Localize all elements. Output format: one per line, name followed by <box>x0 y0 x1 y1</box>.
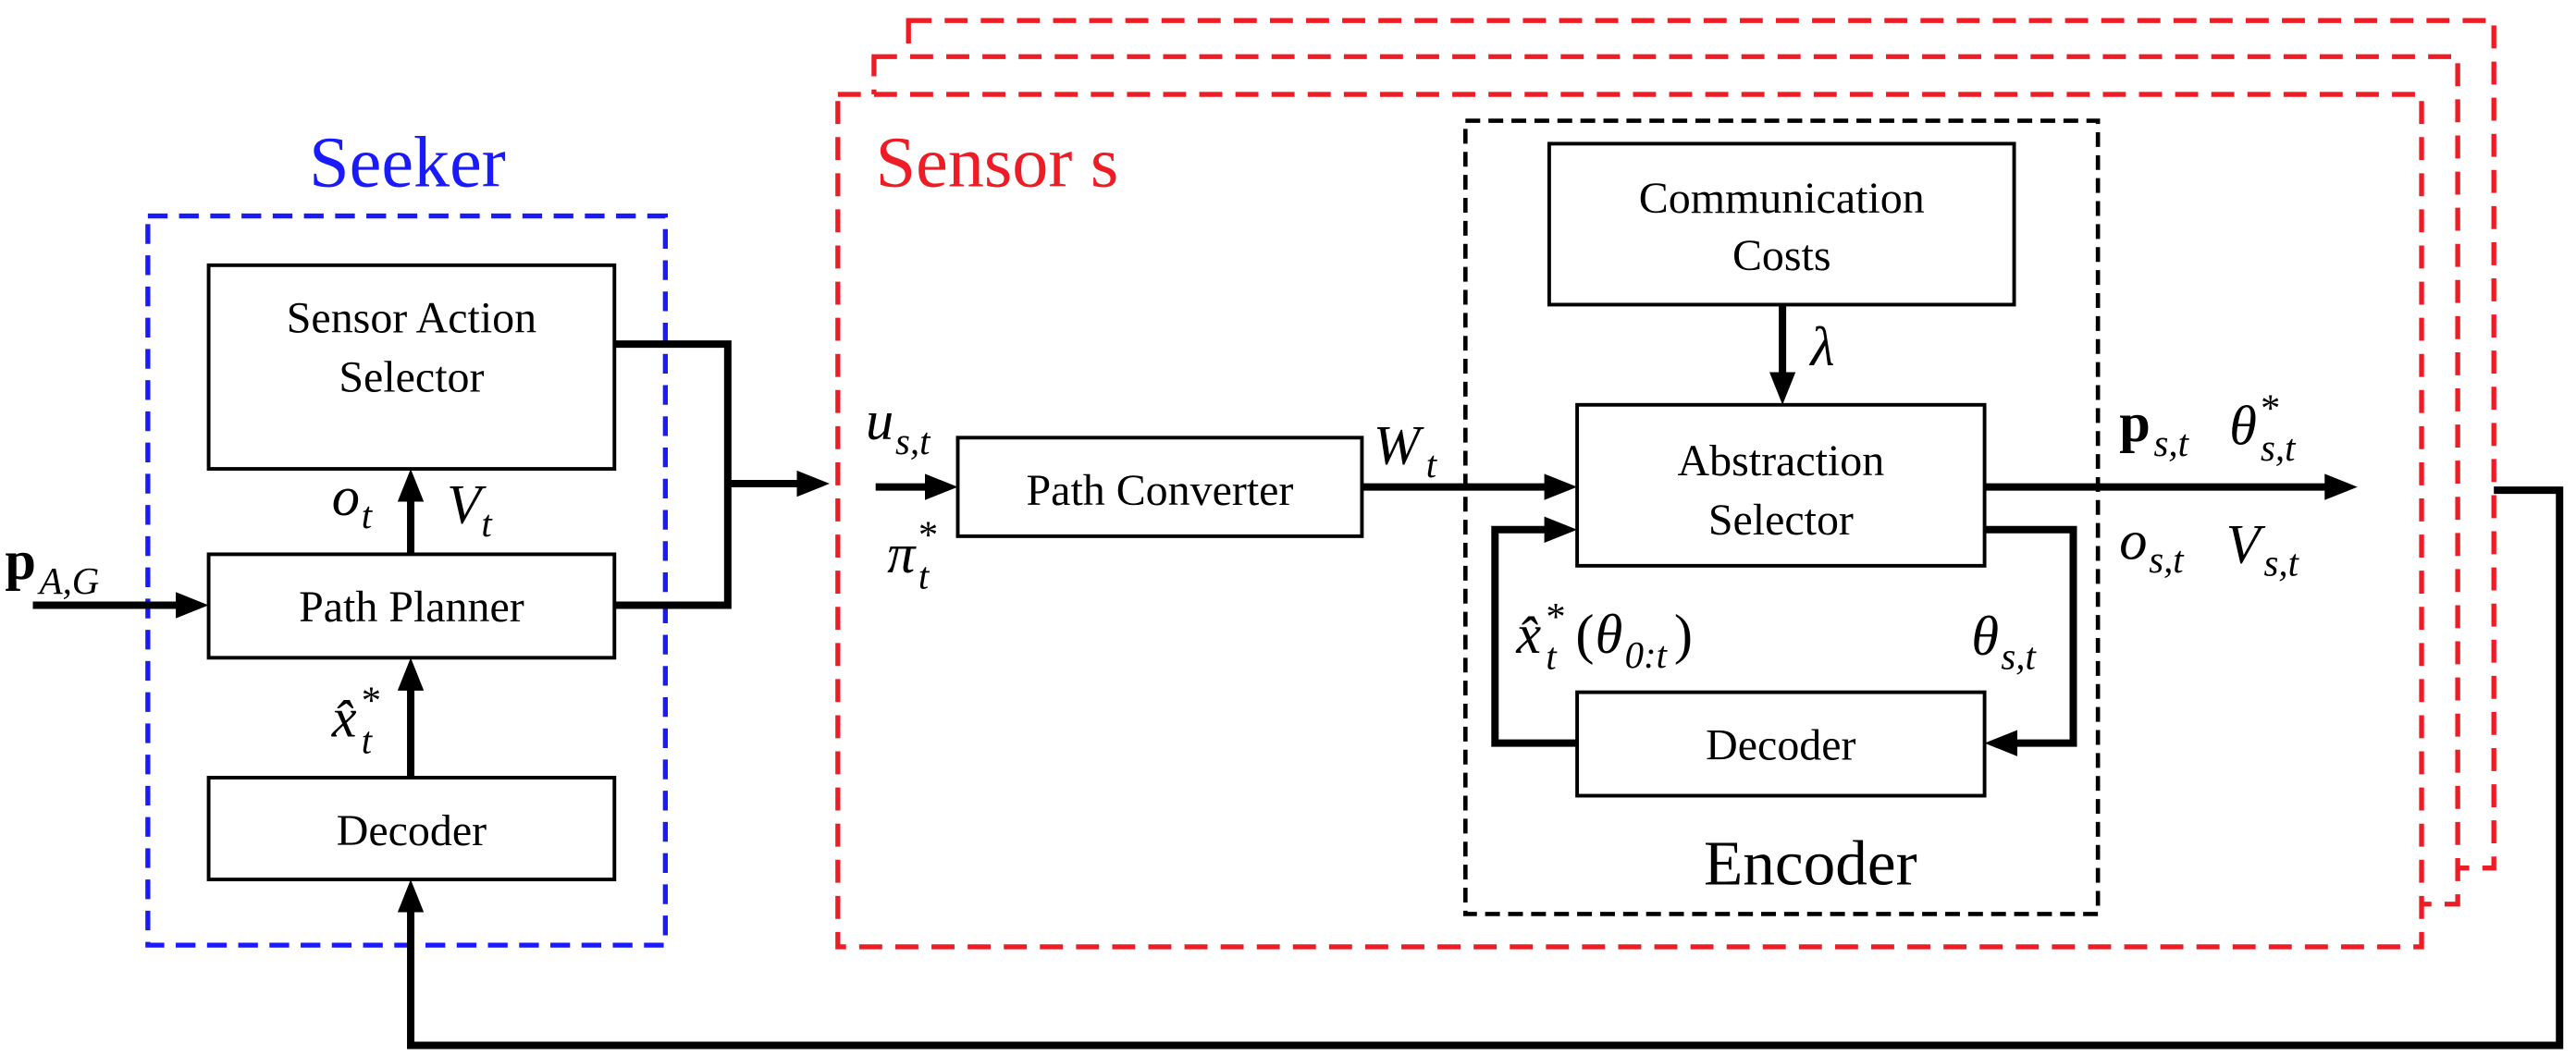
signal-W-t-subscript: t <box>1426 444 1438 485</box>
signal-o-t-subscript: t <box>362 495 374 536</box>
signal-xhat-encoder-superscript: * <box>1546 596 1565 639</box>
signal-p-AG-subscript: A,G <box>37 560 100 602</box>
seeker-decoder-label: Decoder <box>337 806 487 855</box>
encoder-decoder-label: Decoder <box>1706 720 1855 769</box>
path-planner-label: Path Planner <box>299 583 524 632</box>
signal-xhat-seeker-superscript: * <box>362 680 381 723</box>
sensor-action-selector-box <box>206 263 617 472</box>
signal-theta-star-st-label: θ * s,t <box>2229 387 2297 470</box>
signal-theta-star-st-superscript: * <box>2261 387 2280 431</box>
signal-V-t-base: V <box>447 474 487 536</box>
path-converter-label: Path Converter <box>1027 466 1294 515</box>
signal-V-t-label: V t <box>447 474 493 545</box>
signal-xhat-seeker-label: x̂ * t <box>331 680 381 762</box>
signal-o-t-base: o <box>332 466 360 528</box>
signal-p-AG-label: p A,G <box>5 530 99 602</box>
signal-pi-t-label: π * t <box>887 513 938 596</box>
signal-V-t-subscript: t <box>481 503 493 545</box>
seeker-decoder-block: Decoder <box>206 776 617 882</box>
signal-u-st-label: u s,t <box>866 390 931 462</box>
signal-W-t-base: W <box>1374 415 1424 477</box>
arrow-feedback-to-seeker-decoder <box>397 486 2564 1050</box>
signal-pi-t-base: π <box>887 523 917 585</box>
signal-o-st-label: o s,t <box>2119 510 2185 581</box>
communication-costs-box <box>1547 141 2016 307</box>
sensor-title: Sensor s <box>876 122 1119 203</box>
signal-xhat-seeker-subscript: t <box>362 719 374 761</box>
seeker-title: Seeker <box>309 122 506 203</box>
signal-lambda-label: λ <box>1808 316 1834 378</box>
sensor-action-selector-label-line1: Sensor Action <box>287 294 536 343</box>
signal-xhat-encoder-open-paren: ( <box>1575 604 1594 666</box>
signal-p-st-label: p s,t <box>2119 392 2189 464</box>
signal-theta-st-base: θ <box>1971 606 1999 668</box>
signal-V-st-base: V <box>2226 513 2266 575</box>
signal-theta-star-st-subscript: s,t <box>2261 427 2297 469</box>
communication-costs-label-line1: Communication <box>1639 174 1925 223</box>
signal-pi-t-subscript: t <box>918 556 931 597</box>
path-planner-box <box>206 552 617 660</box>
signal-V-st-label: V s,t <box>2226 513 2300 583</box>
communication-costs-label-line2: Costs <box>1732 231 1831 280</box>
signal-u-st-subscript: s,t <box>895 421 931 462</box>
signal-o-st-base: o <box>2119 510 2147 572</box>
path-planner-block: Path Planner <box>206 552 617 660</box>
signal-lambda-base: λ <box>1808 316 1834 378</box>
seeker-frame <box>145 213 669 948</box>
signal-V-st-subscript: s,t <box>2264 543 2300 584</box>
abstraction-selector-label-line1: Abstraction <box>1678 436 1885 485</box>
signal-o-st-subscript: s,t <box>2149 539 2185 581</box>
seeker-decoder-box <box>206 776 617 882</box>
signal-theta-st-label: θ s,t <box>1971 606 2037 678</box>
signal-xhat-encoder-base: x̂ <box>1515 604 1541 666</box>
signal-xhat-encoder-label: x̂ * t ( θ 0:t ) <box>1515 596 1693 678</box>
signal-theta-star-st-base: θ <box>2229 395 2257 457</box>
signal-xhat-encoder-close-paren: ) <box>1674 604 1693 666</box>
signal-theta-st-subscript: s,t <box>2001 636 2037 678</box>
signal-o-t-label: o t <box>332 466 374 536</box>
signal-p-st-subscript: s,t <box>2154 423 2190 464</box>
arrow-decoder-to-abstraction-selector <box>1491 516 1578 747</box>
path-converter-block: Path Converter <box>955 436 1364 538</box>
signal-u-st-base: u <box>866 390 894 452</box>
signal-W-t-label: W t <box>1374 415 1438 485</box>
encoder-decoder-block: Decoder <box>1575 690 1987 798</box>
sensor-action-selector-label-line2: Selector <box>339 353 484 402</box>
signal-xhat-encoder-argument-subscript: 0:t <box>1625 634 1669 676</box>
arrow-abstraction-selector-to-decoder <box>1984 525 2077 756</box>
signal-xhat-encoder-subscript: t <box>1546 636 1558 678</box>
signal-p-AG-base: p <box>5 530 36 592</box>
signal-p-st-base: p <box>2119 392 2151 454</box>
signal-xhat-encoder-argument: θ <box>1596 604 1623 666</box>
signal-pi-t-superscript: * <box>918 513 938 557</box>
communication-costs-block: Communication Costs <box>1547 141 2016 307</box>
sensor-action-selector-block: Sensor Action Selector <box>206 263 617 472</box>
encoder-title: Encoder <box>1704 827 1917 898</box>
abstraction-selector-label-line2: Selector <box>1708 496 1854 545</box>
wire-seeker-outputs-merge <box>614 340 732 609</box>
abstraction-selector-block: Abstraction Selector <box>1575 402 1987 568</box>
signal-xhat-seeker-base: x̂ <box>331 688 357 750</box>
